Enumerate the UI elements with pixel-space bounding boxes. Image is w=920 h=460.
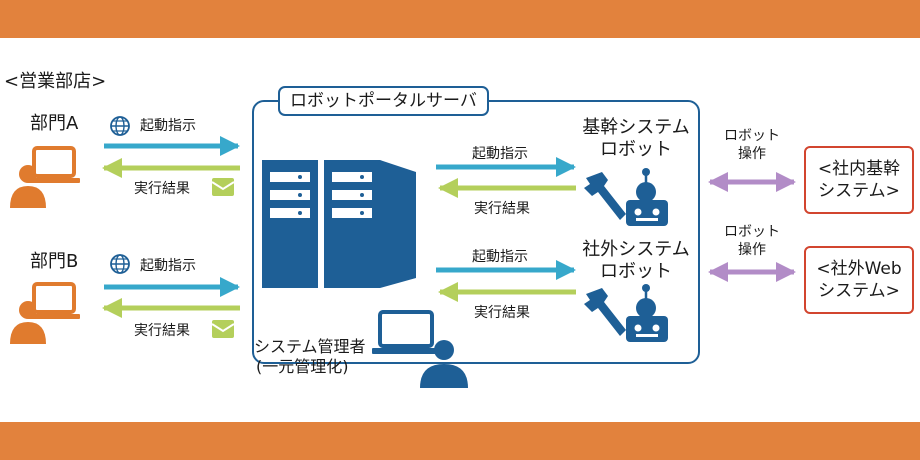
core-system-box: <社内基幹 システム> [804,146,914,214]
core-operation-line1: ロボット [724,128,780,144]
branch-label: <営業部店> [4,71,107,92]
dept-a-name: 部門A [30,113,79,134]
dept-b-start-label: 起動指示 [140,258,196,274]
core-robot-line1: 基幹システム [582,117,690,138]
dept-a-globe-icon [110,116,130,136]
dept-b-envelope-icon [211,319,235,339]
external-result-label: 実行結果 [474,305,530,321]
admin-line1: システム管理者 [254,337,366,356]
external-system-box: <社外Web システム> [804,246,914,314]
dept-a-result-label: 実行結果 [134,181,190,197]
dept-b-result-label: 実行結果 [134,323,190,339]
dept-b-globe-icon [110,254,130,274]
portal-server-title: ロボットポータルサーバ [278,86,489,116]
external-robot-line1: 社外システム [582,239,690,260]
external-system-line1: <社外Web [816,259,902,279]
dept-b-user-pc-icon [8,282,82,346]
dept-a-start-label: 起動指示 [140,118,196,134]
core-robot-line2: ロボット [600,139,672,160]
dept-a-user-pc-icon [8,146,82,210]
admin-laptop-icon [372,310,468,388]
core-system-line1: <社内基幹 [817,159,901,179]
admin-line2: (一元管理化) [256,357,349,376]
core-operation-line2: 操作 [738,146,766,162]
core-result-label: 実行結果 [474,201,530,217]
top-band [0,0,920,38]
external-operation-line2: 操作 [738,242,766,258]
server-icon [262,160,416,288]
external-system-line2: システム> [818,281,900,301]
external-operation-line1: ロボット [724,224,780,240]
external-start-label: 起動指示 [472,249,528,265]
bottom-band [0,422,920,460]
dept-b-name: 部門B [30,251,79,272]
dept-a-envelope-icon [211,177,235,197]
core-start-label: 起動指示 [472,146,528,162]
external-robot-line2: ロボット [600,261,672,282]
core-system-line2: システム> [818,181,900,201]
